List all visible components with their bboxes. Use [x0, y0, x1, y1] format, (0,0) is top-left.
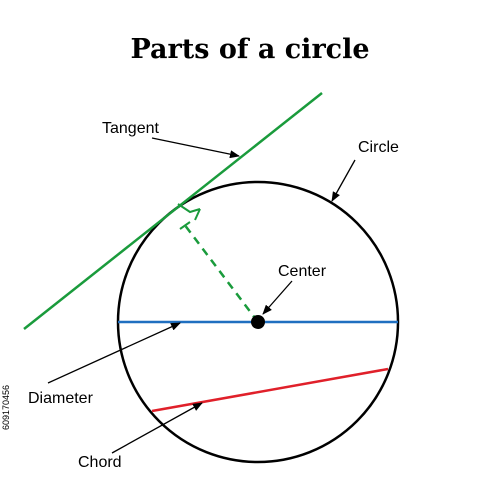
- chord-line: [151, 367, 389, 413]
- radius-dashed-line: [183, 223, 259, 323]
- circle-pointer-arrow: [331, 159, 356, 202]
- right-angle-marker: [177, 203, 201, 214]
- diameter-pointer-arrow: [47, 322, 181, 384]
- center-label: Center: [278, 263, 327, 280]
- center-pointer-arrow: [262, 280, 293, 315]
- page-title: Parts of a circle: [130, 34, 369, 65]
- chord-label: Chord: [78, 454, 122, 471]
- tangent-pointer-arrow: [151, 137, 240, 159]
- chord-pointer-arrow: [111, 402, 203, 454]
- side-identifier: 609170456: [1, 385, 11, 430]
- center-point: [251, 315, 265, 329]
- tangent-label: Tangent: [102, 120, 159, 137]
- right-angle-marker-side: [194, 208, 201, 221]
- circle-label: Circle: [358, 139, 399, 156]
- radius-tick: [179, 221, 191, 230]
- diameter-label: Diameter: [28, 390, 94, 407]
- tangent-line: [23, 92, 323, 330]
